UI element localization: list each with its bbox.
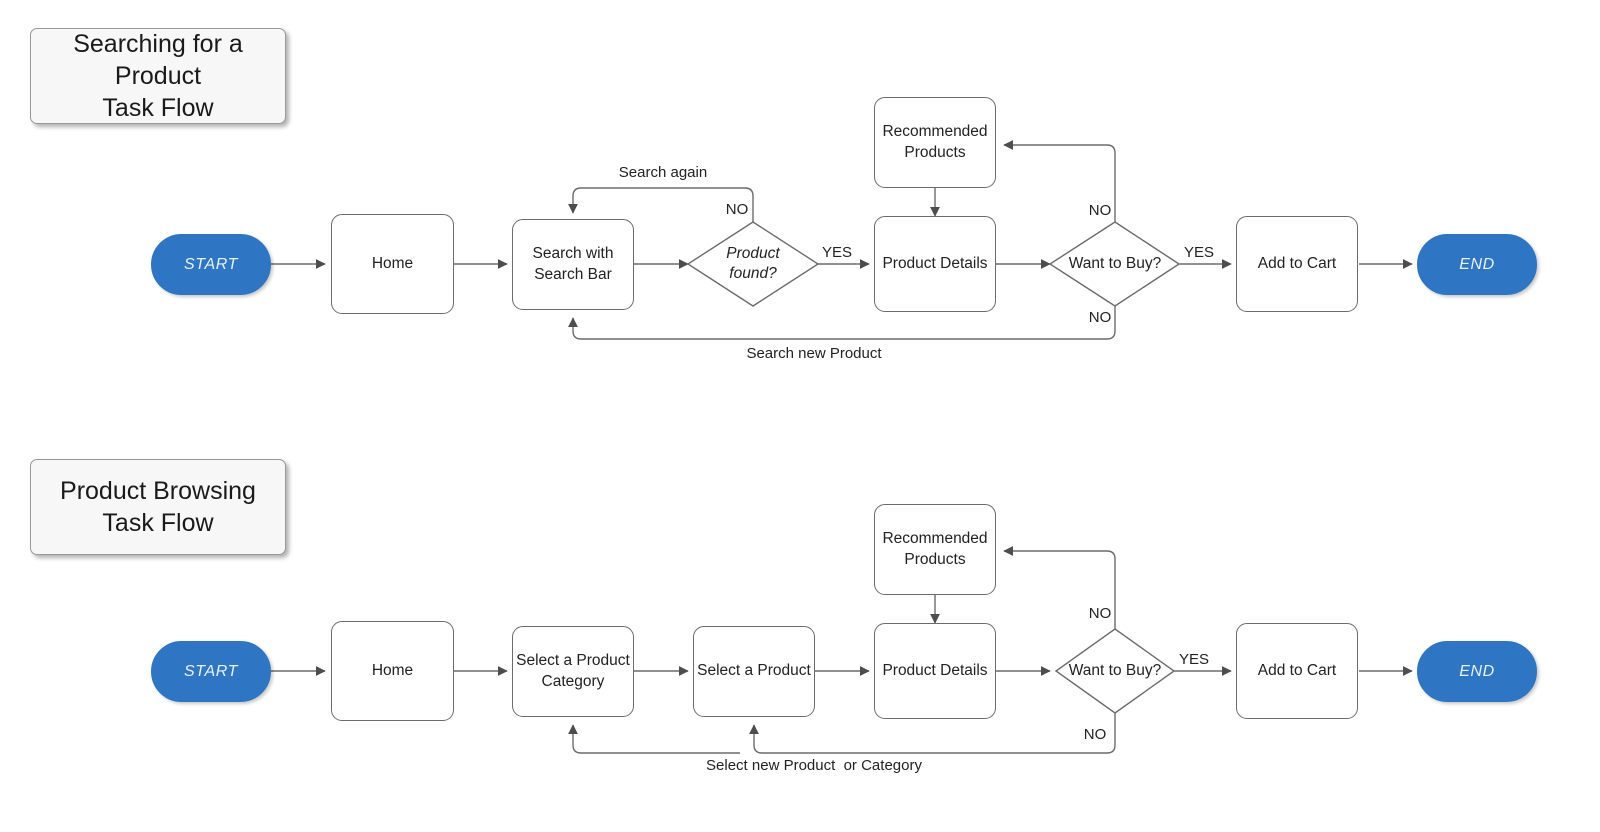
node-home-flow1[interactable]: Home xyxy=(331,214,454,314)
flow-title-searching: Searching for a Product Task Flow xyxy=(30,28,286,124)
node-search-with-search-bar[interactable]: Search with Search Bar xyxy=(512,219,634,310)
decision-want-to-buy-shape-2 xyxy=(1054,628,1176,714)
edge-search-again-loop-1 xyxy=(568,187,754,222)
node-home-flow2[interactable]: Home xyxy=(331,621,454,721)
edge-buy-no-to-recommended-2 xyxy=(1003,546,1116,629)
edge-buy-no-to-product-2 xyxy=(749,713,1116,754)
node-product-details-flow2[interactable]: Product Details xyxy=(874,623,996,719)
decision-want-to-buy-shape-1 xyxy=(1048,221,1181,307)
node-recommended-products-flow1[interactable]: Recommended Products xyxy=(874,97,996,188)
node-product-details-flow1[interactable]: Product Details xyxy=(874,216,996,312)
node-select-a-product[interactable]: Select a Product xyxy=(693,626,815,717)
flow-title-product-browsing: Product Browsing Task Flow xyxy=(30,459,286,555)
edge-buy-no-to-category-2 xyxy=(568,724,740,754)
node-add-to-cart-flow2[interactable]: Add to Cart xyxy=(1236,623,1358,719)
node-recommended-products-flow2[interactable]: Recommended Products xyxy=(874,504,996,595)
node-start-flow1[interactable]: START xyxy=(151,234,271,295)
node-select-a-product-category[interactable]: Select a Product Category xyxy=(512,626,634,717)
node-add-to-cart-flow1[interactable]: Add to Cart xyxy=(1236,216,1358,312)
decision-product-found-shape xyxy=(686,221,820,307)
edge-buy-no-to-recommended-1 xyxy=(1003,140,1116,222)
edge-buy-no-search-new-1 xyxy=(568,306,1116,340)
node-end-flow2[interactable]: END xyxy=(1417,641,1537,702)
node-end-flow1[interactable]: END xyxy=(1417,234,1537,295)
node-start-flow2[interactable]: START xyxy=(151,641,271,702)
